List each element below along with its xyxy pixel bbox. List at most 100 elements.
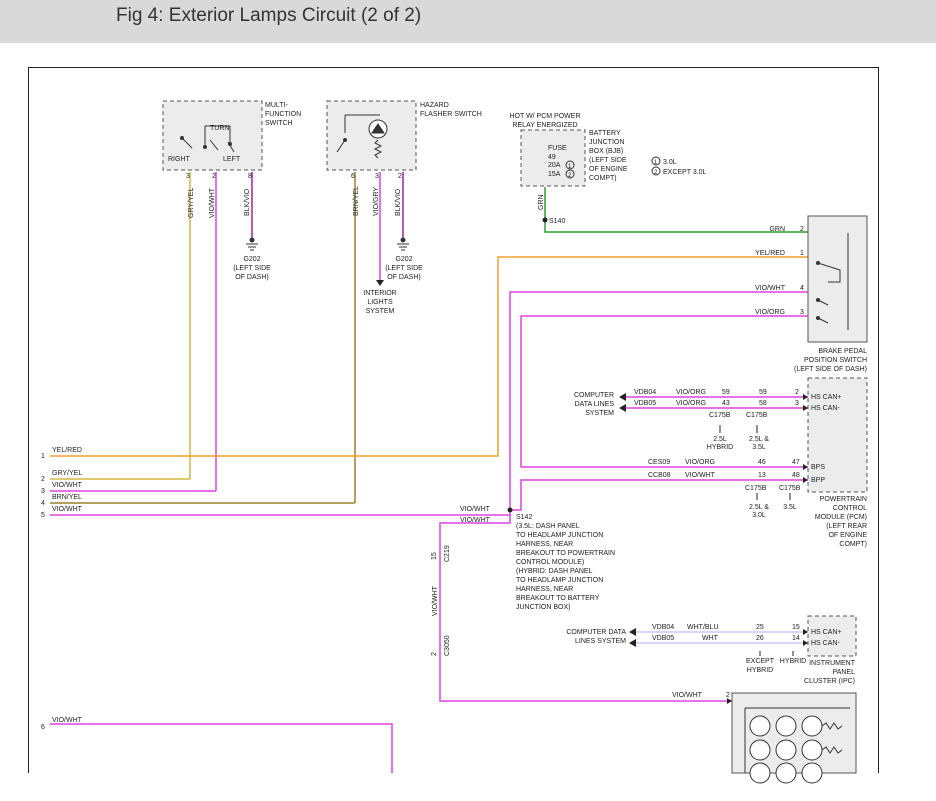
ground-label-mf: G202 (LEFT SIDE OF DASH) xyxy=(233,256,271,281)
fuse-20a: 20A xyxy=(548,162,561,169)
pcm-vdb05-pa: 43 xyxy=(722,400,730,407)
mf-turn-label: TURN xyxy=(210,125,229,132)
svg-text:POWERTRAIN: POWERTRAIN xyxy=(820,496,867,503)
s140-label: S140 xyxy=(549,218,565,225)
arrow-data-ipc-1 xyxy=(629,628,636,636)
bjb-label: BATTERY JUNCTION BOX (BJB) (LEFT SIDE OF… xyxy=(589,130,628,182)
c175b-4: C175B xyxy=(779,485,801,492)
svg-text:2.5L &: 2.5L & xyxy=(749,436,769,443)
note-hybrid-ipc: HYBRID xyxy=(780,658,806,665)
fuse-opt-2: 2 xyxy=(568,173,572,179)
svg-text:COMPUTER: COMPUTER xyxy=(574,392,614,399)
svg-text:HS CAN+: HS CAN+ xyxy=(811,394,842,401)
svg-text:DATA LINES: DATA LINES xyxy=(575,401,615,408)
hot-pcm-label: HOT W/ PCM POWER RELAY ENERGIZED xyxy=(509,113,580,129)
s142-label: S142 (3.5L: DASH PANEL TO HEADLAMP JUNCT… xyxy=(516,514,615,611)
svg-text:2.5L &: 2.5L & xyxy=(749,504,769,511)
ipc-label: INSTRUMENT PANEL CLUSTER (IPC) xyxy=(804,660,856,685)
svg-text:EXCEPT 3.0L: EXCEPT 3.0L xyxy=(663,169,707,176)
ipc-box xyxy=(807,615,857,657)
svg-text:LINES SYSTEM: LINES SYSTEM xyxy=(575,638,626,645)
svg-text:CLUSTER (IPC): CLUSTER (IPC) xyxy=(804,678,855,685)
pcm-pin-labels: HS CAN+ HS CAN- BPS BPP xyxy=(811,394,842,484)
brake-pin-3: 3 xyxy=(800,309,804,316)
mf-right-label: RIGHT xyxy=(168,156,191,163)
multifunction-switch-box xyxy=(162,100,263,171)
mf-wire-gry-yel: GRY/YEL xyxy=(188,188,195,218)
svg-text:(3.5L: DASH PANEL: (3.5L: DASH PANEL xyxy=(516,523,580,530)
bottom-wire-pin: 2 xyxy=(726,692,730,699)
svg-text:SYSTEM: SYSTEM xyxy=(585,410,614,417)
svg-text:(LEFT SIDE: (LEFT SIDE xyxy=(233,265,271,272)
splice-s142 xyxy=(507,507,513,513)
svg-text:TO HEADLAMP JUNCTION: TO HEADLAMP JUNCTION xyxy=(516,532,603,539)
svg-text:MODULE (PCM): MODULE (PCM) xyxy=(815,514,867,521)
bottom-wire-label: VIO/WHT xyxy=(672,692,703,699)
svg-text:BREAKOUT TO POWERTRAIN: BREAKOUT TO POWERTRAIN xyxy=(516,550,615,557)
svg-text:BATTERY: BATTERY xyxy=(589,130,621,137)
svg-text:(HYBRID: DASH PANEL: (HYBRID: DASH PANEL xyxy=(516,568,593,575)
svg-text:BPS: BPS xyxy=(811,464,825,471)
brake-switch-contacts xyxy=(816,233,849,330)
svg-text:(LEFT SIDE OF DASH): (LEFT SIDE OF DASH) xyxy=(794,366,867,373)
svg-text:CONTROL: CONTROL xyxy=(833,505,867,512)
wire-vio-wht-bpp xyxy=(510,479,808,511)
note-except-hybrid: EXCEPT HYBRID xyxy=(746,658,775,674)
interior-lights-label: INTERIOR LIGHTS SYSTEM xyxy=(363,290,396,315)
svg-text:4: 4 xyxy=(41,500,45,507)
svg-text:BOX (BJB): BOX (BJB) xyxy=(589,148,623,155)
svg-text:1: 1 xyxy=(654,160,658,166)
brake-wire-vio-org: VIO/ORG xyxy=(755,309,785,316)
splice-s140 xyxy=(542,217,548,223)
ipc-vdb04-color: WHT/BLU xyxy=(687,624,719,631)
pcm-label: POWERTRAIN CONTROL MODULE (PCM) (LEFT RE… xyxy=(815,496,867,548)
pcm-ces09: CES09 xyxy=(648,459,670,466)
svg-text:INSTRUMENT: INSTRUMENT xyxy=(809,660,856,667)
hz-pin-6: 6 xyxy=(351,173,355,180)
svg-text:(LEFT SIDE: (LEFT SIDE xyxy=(589,157,627,164)
c3050-label: C3050 xyxy=(444,635,451,656)
svg-text:CONTROL MODULE): CONTROL MODULE) xyxy=(516,559,584,566)
svg-text:3.0L: 3.0L xyxy=(752,512,766,519)
svg-text:HYBRID: HYBRID xyxy=(707,444,733,451)
hz-wire-brn-yel: BRN/YEL xyxy=(353,186,360,216)
pcm-vdb04-color: VIO/ORG xyxy=(676,389,706,396)
s142-vertical-label: VIO/WHT xyxy=(432,585,439,616)
svg-text:HYBRID: HYBRID xyxy=(747,667,773,674)
c219-pin: 15 xyxy=(431,552,438,560)
pcm-ces09-pin: 47 xyxy=(792,459,800,466)
computer-data-label-2: COMPUTER DATA LINES SYSTEM xyxy=(566,629,626,645)
svg-text:JUNCTION BOX): JUNCTION BOX) xyxy=(516,604,570,611)
pcm-vdb05-color: VIO/ORG xyxy=(676,400,706,407)
wire-yel-red xyxy=(50,256,808,457)
svg-text:SYSTEM: SYSTEM xyxy=(366,308,395,315)
svg-text:JUNCTION: JUNCTION xyxy=(589,139,624,146)
svg-text:OF DASH): OF DASH) xyxy=(387,274,420,281)
svg-text:2: 2 xyxy=(654,170,658,176)
c3050-pin: 2 xyxy=(431,652,438,656)
svg-text:3.0L: 3.0L xyxy=(663,159,677,166)
svg-text:COMPUTER DATA: COMPUTER DATA xyxy=(566,629,626,636)
svg-text:EXCEPT: EXCEPT xyxy=(746,658,775,665)
svg-text:VIO/WHT: VIO/WHT xyxy=(52,482,83,489)
svg-text:OF ENGINE: OF ENGINE xyxy=(589,166,628,173)
fuse-label: FUSE xyxy=(548,145,567,152)
svg-text:3.5L: 3.5L xyxy=(752,444,766,451)
fuse-number: 49 xyxy=(548,154,556,161)
pcm-ccb08-pin: 48 xyxy=(792,472,800,479)
pcm-ccb08-pa: 13 xyxy=(758,472,766,479)
hz-pin-3: 3 xyxy=(375,173,379,180)
svg-text:BRN/YEL: BRN/YEL xyxy=(52,494,82,501)
pcm-vdb05-pb: 58 xyxy=(759,400,767,407)
c175b-2: C175B xyxy=(746,412,768,419)
c175b-3: C175B xyxy=(745,485,767,492)
hazard-labels: HAZARD FLASHER SWITCH xyxy=(420,102,482,118)
svg-text:BREAKOUT TO BATTERY: BREAKOUT TO BATTERY xyxy=(516,595,600,602)
c219-label: C219 xyxy=(444,545,451,562)
hz-pin-2: 2 xyxy=(398,173,402,180)
svg-text:(LEFT SIDE: (LEFT SIDE xyxy=(385,265,423,272)
lamp-cluster-symbols xyxy=(744,707,850,784)
svg-text:1: 1 xyxy=(41,453,45,460)
hazard-switch-contacts xyxy=(336,114,388,159)
